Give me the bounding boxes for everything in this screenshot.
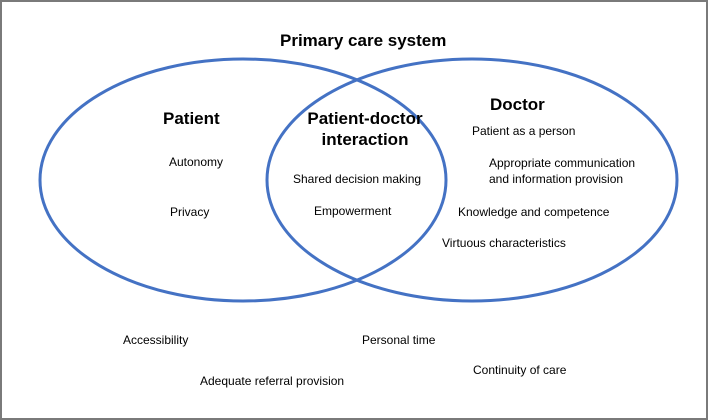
system-item-continuity-of-care: Continuity of care [473,363,567,377]
patient-item-privacy: Privacy [170,205,210,219]
interaction-heading: Patient-doctor interaction [298,108,432,151]
patient-heading: Patient [163,109,220,128]
patient-ellipse [38,57,448,303]
interaction-item-empowerment: Empowerment [314,204,392,218]
interaction-heading-line-2: interaction [321,130,409,150]
doctor-item-knowledge-competence: Knowledge and competence [458,205,610,219]
patient-item-autonomy: Autonomy [169,155,224,169]
interaction-heading-line-1: Patient-doctor [307,109,423,128]
doctor-item-communication-line-1: Appropriate communication [489,156,636,170]
interaction-item-shared-decision-making: Shared decision making [293,172,422,186]
doctor-item-virtuous-characteristics: Virtuous characteristics [442,236,566,250]
doctor-item-communication-line-2: and information provision [489,172,624,186]
system-item-adequate-referral: Adequate referral provision [200,374,345,388]
doctor-heading: Doctor [490,95,545,114]
doctor-item-patient-as-person: Patient as a person [472,124,576,138]
doctor-ellipse [265,57,679,303]
system-item-accessibility: Accessibility [123,333,189,347]
system-item-personal-time: Personal time [362,333,436,347]
diagram-title: Primary care system [280,31,447,50]
